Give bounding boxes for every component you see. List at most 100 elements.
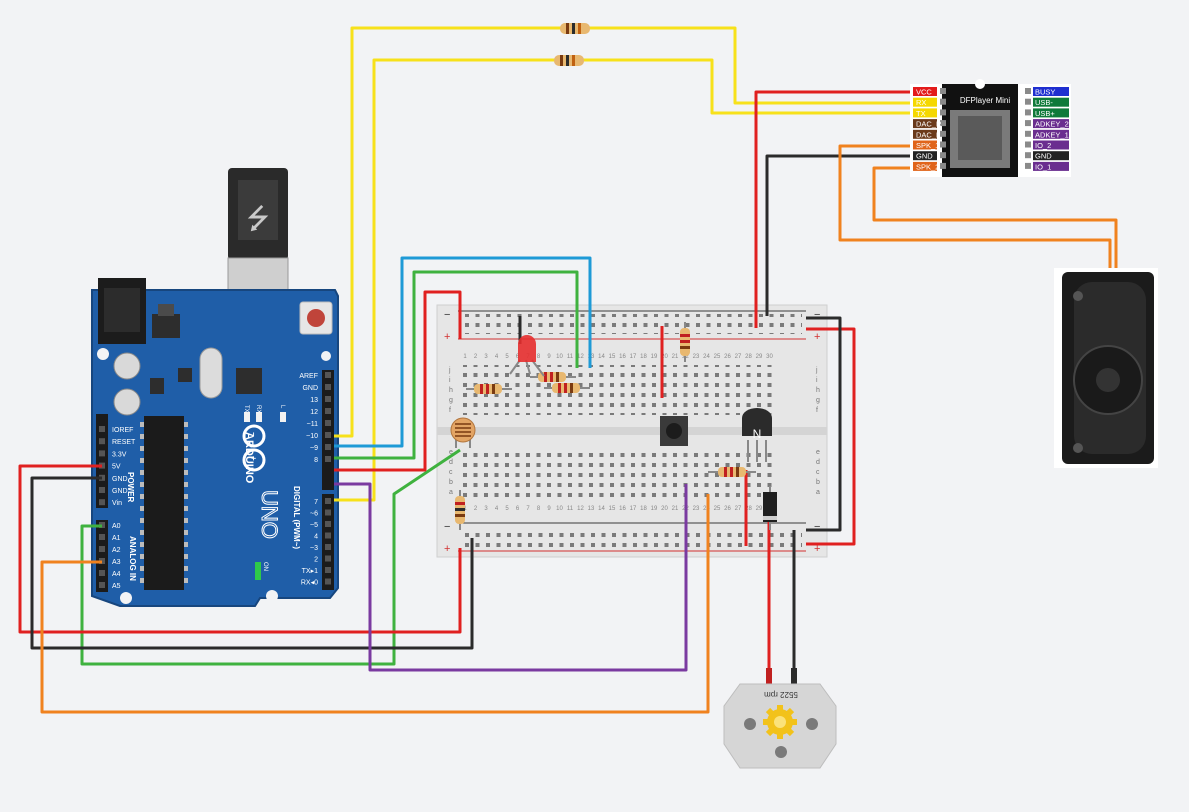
column-number: 26 [724,506,731,512]
column-number: 26 [724,354,731,360]
crystal-oscillator [199,347,223,399]
wire-blue[interactable] [334,256,592,448]
column-number: 1 [463,506,467,512]
column-number: 3 [484,506,488,512]
row-letter: d [816,459,820,466]
resistor[interactable] [455,490,465,530]
analog-section-label: ANALOG IN [128,536,137,581]
bottom-power-rail[interactable] [462,528,802,548]
arduino-brand: ARDUINO [243,432,255,484]
wire-purple[interactable] [334,482,688,672]
column-number: 19 [651,506,658,512]
column-number: 25 [714,506,721,512]
wire-yellow[interactable] [334,58,914,502]
resistor[interactable] [708,467,756,477]
diode[interactable] [763,486,777,530]
rail-plus-sign: + [814,331,820,343]
dfplayer-pin-label: IO_2 [1035,141,1051,150]
pin-label: ~10 [306,433,318,440]
dfplayer-pin-label: TX [916,109,926,118]
wire-green[interactable] [334,270,579,460]
pin-label: 13 [310,397,318,404]
transistor-label: N [753,427,762,441]
resistor[interactable] [560,23,590,34]
pin-label: ~9 [310,445,318,452]
wire-red[interactable] [334,290,462,472]
wire-green[interactable] [80,448,461,666]
column-number: 10 [556,506,563,512]
svg-text:+: + [249,456,258,461]
pin-label: A0 [112,523,121,530]
column-number: 5 [505,354,509,360]
reset-button-cap [307,309,325,327]
wire-black[interactable] [30,476,474,650]
resistor[interactable] [544,383,590,393]
pin-label: GND [112,476,128,483]
column-number: 4 [495,506,499,512]
resistor[interactable] [554,55,584,66]
dfplayer-pin-label: GND [1035,152,1052,161]
arduino-uno[interactable]: ⭍ TX RX L ON − [91,168,339,607]
column-number: 12 [577,354,584,360]
column-number: 14 [598,354,605,360]
row-letter: c [449,469,453,476]
pin-label: ~5 [310,522,318,529]
dc-motor[interactable]: 5522 rpm [723,668,837,769]
speaker[interactable] [1054,268,1158,468]
column-number: 19 [651,354,658,360]
column-number: 15 [609,506,616,512]
column-number: 18 [640,506,647,512]
row-letter: b [816,479,820,486]
rail-minus-sign: − [444,521,450,533]
row-letter: g [816,397,820,404]
pin-label: RESET [112,439,136,446]
wire-red[interactable] [754,90,914,328]
column-number: 3 [484,354,488,360]
push-button[interactable] [660,416,688,446]
column-number: 8 [537,506,541,512]
rgb-led[interactable] [509,335,545,377]
row-letter: j [815,367,818,374]
mount-hole [266,590,278,602]
column-number: 24 [703,354,710,360]
resistor[interactable] [680,322,690,362]
wire-orange[interactable] [40,494,710,714]
wire-yellow[interactable] [334,26,914,438]
row-letter: h [816,387,820,394]
row-letter: d [449,459,453,466]
column-number: 9 [547,354,551,360]
on-label: ON [262,562,268,571]
column-number: 27 [735,354,742,360]
wire-black[interactable] [806,316,842,532]
column-number: 29 [756,354,763,360]
pin-label: GND [302,385,318,392]
pin-label: 2 [314,557,318,564]
column-number: 30 [766,354,773,360]
top-power-rail[interactable] [462,314,802,334]
wire-red[interactable] [806,327,856,546]
wire-orange[interactable] [872,166,1118,276]
top-terminal-strip[interactable] [460,365,775,415]
pin-label: A1 [112,535,121,542]
column-number: 28 [745,506,752,512]
rail-minus-sign: − [814,521,820,533]
wire-red[interactable] [18,464,462,634]
wire-black[interactable] [765,154,914,316]
column-number: 17 [630,354,637,360]
column-number: 4 [495,354,499,360]
wire-orange[interactable] [838,144,1112,276]
resistor[interactable] [530,372,576,382]
npn-transistor[interactable]: N [742,408,772,462]
resistor[interactable] [466,384,512,394]
row-letter: i [816,377,818,384]
atmega-chip [144,416,184,590]
pin-label: A5 [112,583,121,590]
dfplayer-mini[interactable]: DFPlayer Mini VCCRXTXDAC_RDAC_LSPK_1GNDS… [910,79,1071,177]
wires [18,26,1118,714]
photoresistor[interactable] [450,417,476,448]
column-number: 27 [735,506,742,512]
rail-minus-sign: − [814,309,820,321]
